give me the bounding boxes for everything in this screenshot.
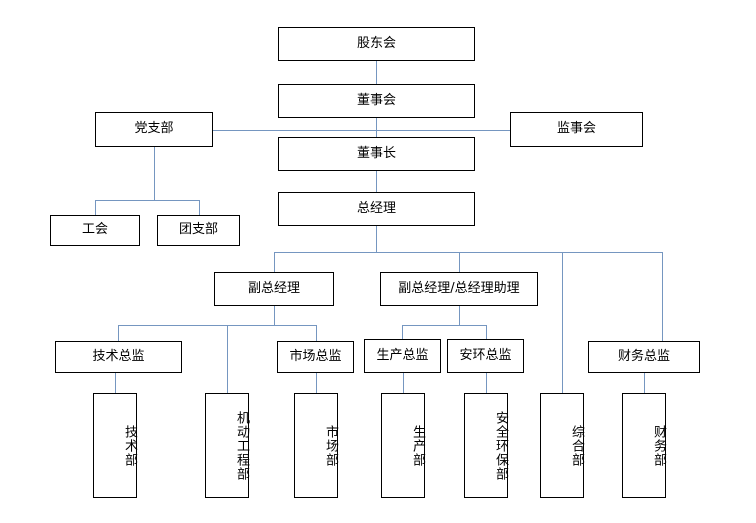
connector-board-to-chairman [376,118,377,137]
node-general-dept[interactable]: 综合部 [540,393,584,498]
node-board[interactable]: 董事会 [278,84,475,118]
node-finance-dept[interactable]: 财务部 [622,393,666,498]
node-youth-league[interactable]: 团支部 [157,215,240,246]
connector-bus-to-finance-director [662,252,663,341]
node-tech-director[interactable]: 技术总监 [55,341,182,373]
node-deputy-gm-asst[interactable]: 副总经理/总经理助理 [380,272,538,306]
connector-bus-to-general-dept [562,252,563,393]
node-equip-eng-dept[interactable]: 机动工程部 [205,393,249,498]
node-supervisors[interactable]: 监事会 [510,112,643,147]
connector-shareholders-to-board [376,61,377,84]
connector-bus-to-deputy-gm [274,252,275,272]
node-shareholders[interactable]: 股东会 [278,27,475,61]
connector-deputy-asst-children-bus [402,325,486,326]
connector-party-children-bus [95,200,199,201]
connector-bus-to-market-director [316,325,317,341]
connector-bus-to-prod-director [402,325,403,339]
connector-bus-to-labor-union [95,200,96,215]
node-market-dept[interactable]: 市场部 [294,393,338,498]
node-party-branch[interactable]: 党支部 [95,112,213,147]
node-tech-dept[interactable]: 技术部 [93,393,137,498]
connector-deputy-gm-children-bus [118,325,316,326]
connector-party-branch-down [154,147,155,200]
connector-market-director-to-dept [316,373,317,393]
node-safety-director[interactable]: 安环总监 [447,339,524,373]
node-general-manager[interactable]: 总经理 [278,192,475,226]
node-market-director[interactable]: 市场总监 [277,341,354,373]
connector-deputy-gm-asst-down [459,306,460,325]
connector-safety-director-to-dept [486,373,487,393]
node-prod-director[interactable]: 生产总监 [364,339,441,373]
connector-gm-children-bus [274,252,662,253]
connector-gm-down-to-bus [376,226,377,252]
node-finance-director[interactable]: 财务总监 [588,341,700,373]
connector-bus-to-youth-league [199,200,200,215]
connector-deputy-gm-down [274,306,275,325]
connector-party-supervisors-crossbar [213,130,510,131]
connector-bus-to-tech-director [118,325,119,341]
connector-finance-director-to-dept [644,373,645,393]
connector-bus-to-safety-director [486,325,487,339]
node-labor-union[interactable]: 工会 [50,215,140,246]
node-deputy-gm[interactable]: 副总经理 [214,272,334,306]
node-prod-dept[interactable]: 生产部 [381,393,425,498]
connector-bus-to-deputy-gm-asst [459,252,460,272]
node-chairman[interactable]: 董事长 [278,137,475,171]
node-safety-env-dept[interactable]: 安全环保部 [464,393,508,498]
connector-prod-director-to-dept [403,373,404,393]
connector-chairman-to-gm [376,171,377,192]
connector-tech-director-to-dept [115,373,116,393]
connector-bus-to-equip-eng-dept [227,325,228,393]
